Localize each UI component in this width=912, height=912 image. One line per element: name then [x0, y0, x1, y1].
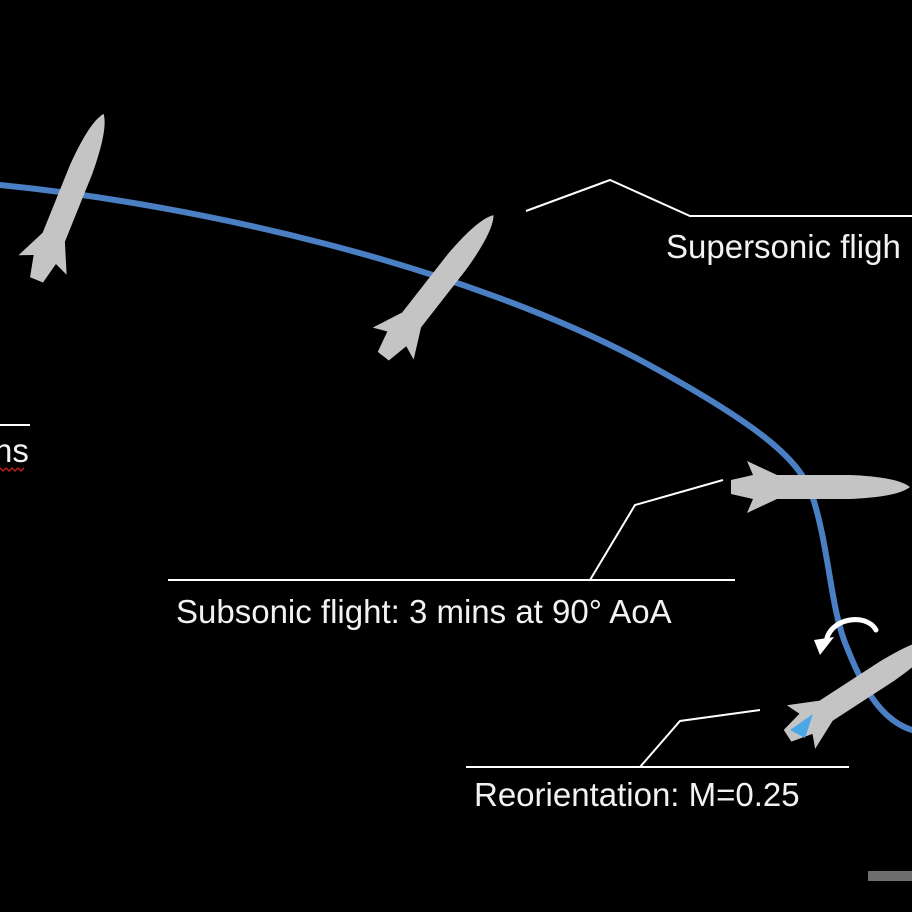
supersonic-flight-label: Supersonic fligh — [666, 228, 901, 265]
spaceplane-icon — [362, 199, 514, 373]
spellcheck-squiggle — [0, 467, 25, 472]
subsonic-leader-line — [589, 479, 724, 581]
curved-rotation-arrow-icon — [814, 617, 879, 655]
reorientation-label: Reorientation: M=0.25 — [474, 776, 800, 813]
supersonic-leader-line — [525, 178, 912, 217]
spaceplane-icon — [731, 461, 910, 513]
thrust-plume-icon — [790, 714, 813, 738]
trajectory-path — [0, 182, 912, 733]
left-cutoff-label: ns — [0, 432, 29, 469]
scrollbar-thumb[interactable] — [868, 871, 912, 881]
subsonic-flight-label: Subsonic flight: 3 mins at 90° AoA — [176, 593, 672, 630]
reorientation-leader-line — [639, 709, 761, 768]
